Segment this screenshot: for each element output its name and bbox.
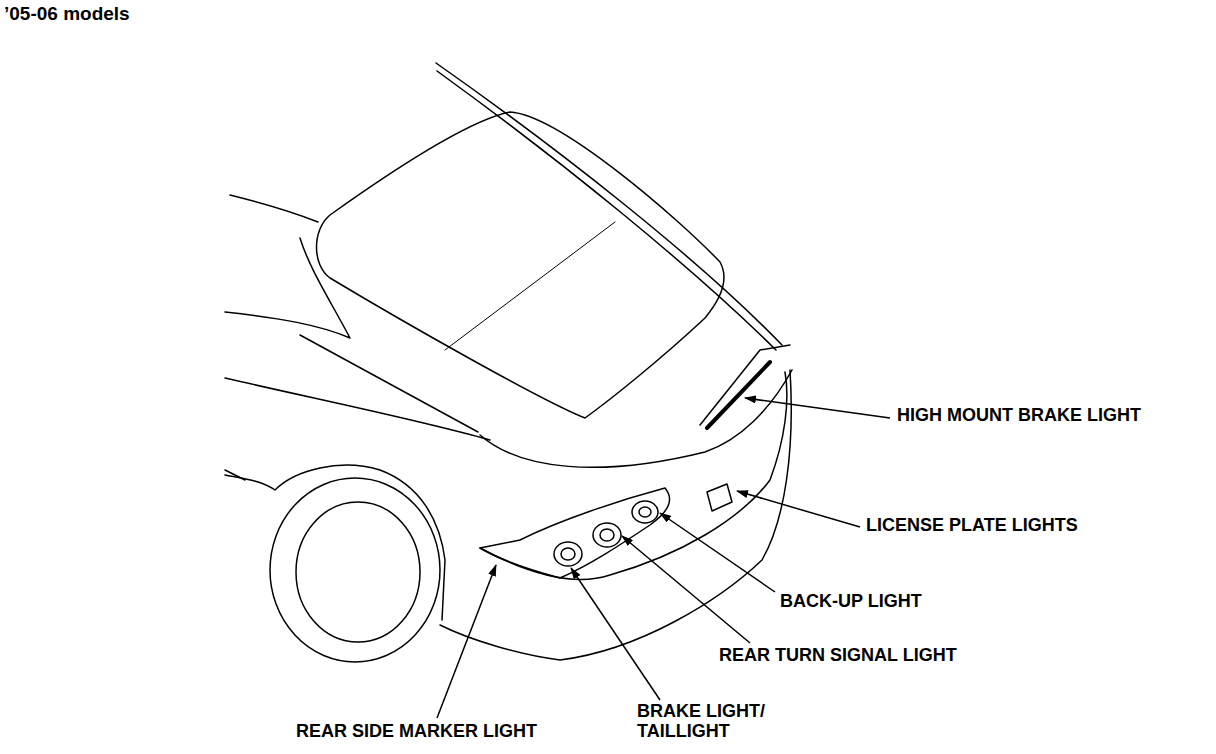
part-label: BACK-UP LIGHT	[780, 591, 922, 611]
title: ’05-06 models	[4, 4, 130, 24]
part-label: LICENSE PLATE LIGHTS	[866, 515, 1078, 535]
leader-lines	[437, 398, 890, 718]
part-label: BRAKE LIGHT/ TAILLIGHT	[637, 701, 797, 741]
part-label: HIGH MOUNT BRAKE LIGHT	[897, 405, 1141, 425]
part-label: REAR TURN SIGNAL LIGHT	[719, 645, 957, 665]
part-label: REAR SIDE MARKER LIGHT	[296, 721, 537, 741]
